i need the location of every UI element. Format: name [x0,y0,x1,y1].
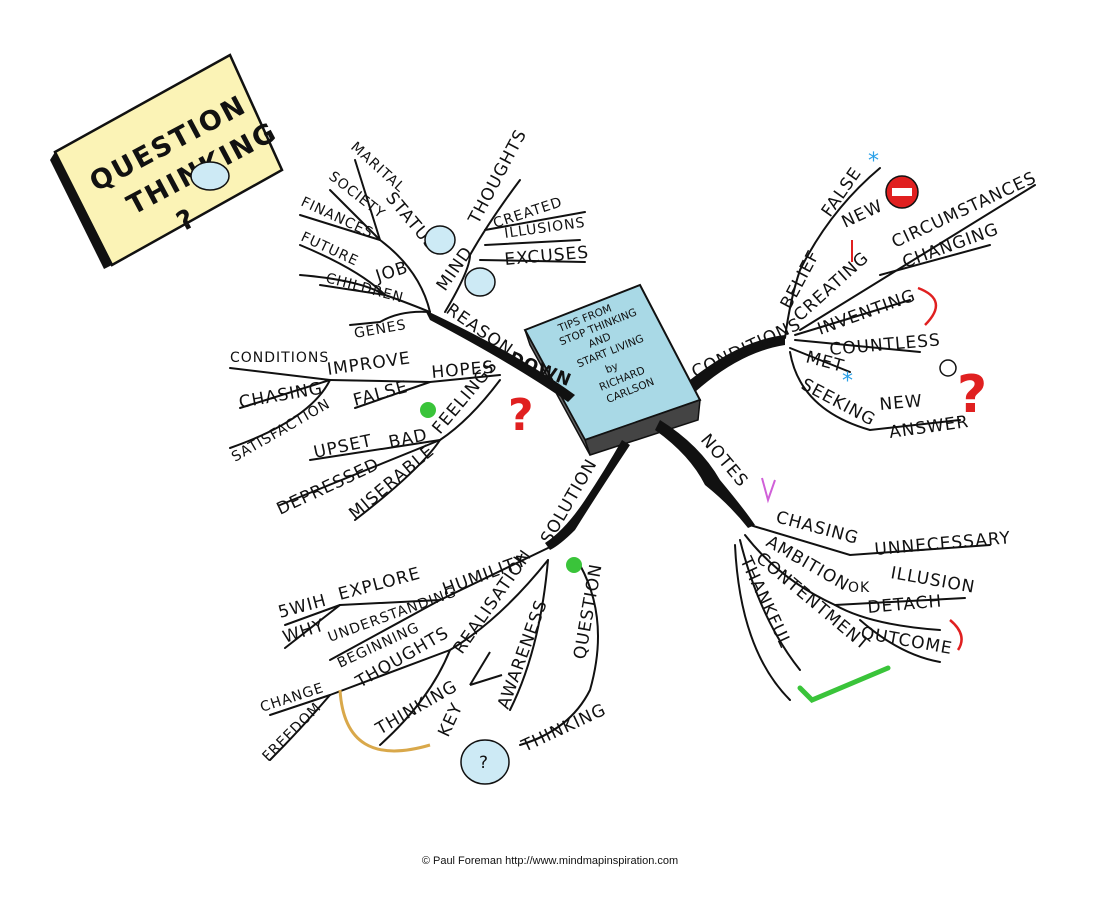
red-question-icon: ? [957,365,987,425]
label-future: FUTURE [298,229,361,270]
solution-branch-lines [269,547,599,761]
label-question: QUESTION [570,562,607,661]
label-detach: DETACH [867,592,943,618]
label-new2: NEW [879,391,924,415]
magenta-check-icon [761,477,776,504]
label-unnecessary: UNNECESSARY [874,528,1012,560]
label-job: JOB [372,258,411,288]
red-question-icon: ? [508,390,534,441]
label-outcome: OUTCOME [859,623,954,659]
blue-star-icon: * [868,149,879,174]
label-ok: OK [848,580,870,596]
label-awareness: AWARENESS [494,597,552,712]
cloud-icon [424,225,456,255]
title-note: QUESTION THINKING ? [50,53,284,269]
question-cloud-icon [460,739,510,785]
notes-branch-lines [734,524,991,701]
no-entry-bar [892,188,912,196]
label-thinking2: THINKING [518,700,610,757]
black-arrow-icon [469,651,491,686]
label-false-left: FALSE [351,377,410,411]
label-countless: COUNTLESS [829,330,942,360]
label-improve: IMPROVE [326,348,412,380]
label-conditions: CONDITIONS [689,314,805,382]
green-star-icon [566,557,582,573]
curved-arrow-icon [949,619,963,651]
gold-arrow-icon [338,689,431,753]
curved-arrow-icon [917,286,937,326]
label-conditions-left: CONDITIONS [230,350,329,366]
cloud-icon [190,161,230,191]
question-mark-icon: ? [479,753,489,773]
main-branches [425,310,785,550]
blue-star-icon: * [842,369,853,394]
credit-line: © Paul Foreman http://www.mindmapinspira… [422,855,678,867]
label-genes: GENES [353,317,408,342]
label-excuses: EXCUSES [504,243,590,270]
cloud-icon [464,267,496,297]
black-arrow-icon [469,674,503,686]
decorations: ? ? ? * * [338,149,987,785]
down-branch-lines [229,159,586,521]
label-seeking: SEEKING [798,375,879,431]
green-check-icon [797,665,891,703]
green-star-icon [420,402,436,418]
notes-labels: NOTES CHASING UNNECESSARY AMBITION ILLUS… [696,430,1012,659]
smiley-icon [939,359,957,377]
book-line5: by [604,360,620,376]
label-explore: EXPLORE [336,564,423,605]
conditions-branch-lines [784,167,1036,432]
